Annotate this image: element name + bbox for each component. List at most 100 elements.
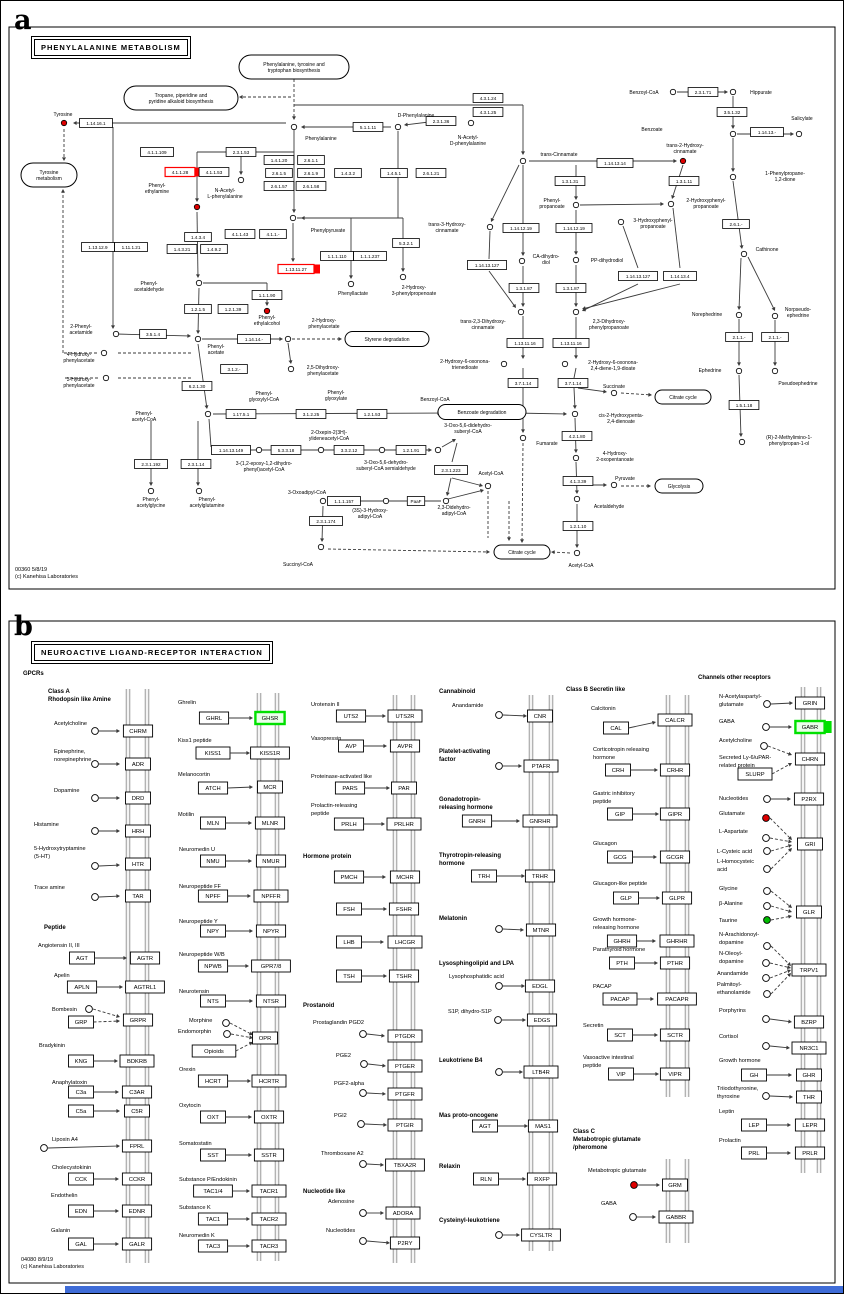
ec-box[interactable] <box>114 242 148 252</box>
receptor-box[interactable] <box>657 713 693 727</box>
ec-box[interactable] <box>259 229 287 239</box>
receptor-box[interactable] <box>391 781 417 795</box>
receptor-box[interactable] <box>129 951 161 965</box>
ec-box[interactable] <box>395 445 427 455</box>
ligand-node[interactable] <box>763 990 771 998</box>
pathway-link-oval[interactable] <box>238 54 350 80</box>
receptor-box[interactable] <box>251 1184 287 1198</box>
receptor-box[interactable] <box>525 923 557 937</box>
ec-box[interactable] <box>217 304 249 314</box>
ligand-box[interactable] <box>197 781 229 795</box>
ec-box[interactable] <box>134 459 168 469</box>
receptor-box[interactable] <box>125 824 151 838</box>
compound-node[interactable] <box>610 481 618 489</box>
compound-node[interactable] <box>237 176 245 184</box>
ligand-node[interactable] <box>762 974 770 982</box>
compound-node[interactable] <box>60 119 68 127</box>
ligand-node[interactable] <box>763 700 771 708</box>
ligand-node[interactable] <box>762 1092 770 1100</box>
ligand-node[interactable] <box>91 862 99 870</box>
compound-node[interactable] <box>771 367 779 375</box>
ligand-node[interactable] <box>763 902 771 910</box>
ligand-box[interactable] <box>197 959 229 973</box>
ec-box[interactable] <box>722 219 750 229</box>
compound-node[interactable] <box>204 410 212 418</box>
compound-node[interactable] <box>573 549 581 557</box>
ec-box[interactable] <box>211 445 251 455</box>
receptor-box[interactable] <box>659 763 691 777</box>
compound-node[interactable] <box>484 482 492 490</box>
ec-box[interactable] <box>716 107 748 117</box>
ec-box[interactable] <box>507 378 539 388</box>
ec-box[interactable] <box>352 122 384 132</box>
compound-node[interactable] <box>610 389 618 397</box>
compound-node[interactable] <box>572 256 580 264</box>
compound-node[interactable] <box>572 454 580 462</box>
ligand-node[interactable] <box>762 959 770 967</box>
ec-box[interactable] <box>557 378 589 388</box>
compound-node[interactable] <box>738 438 746 446</box>
ec-box[interactable] <box>180 459 212 469</box>
ec-box[interactable] <box>184 232 212 242</box>
ec-box[interactable] <box>220 364 248 374</box>
receptor-box[interactable] <box>251 959 291 973</box>
receptor-box[interactable] <box>523 759 559 773</box>
ligand-node[interactable] <box>91 727 99 735</box>
compound-node[interactable] <box>519 157 527 165</box>
receptor-box[interactable] <box>522 814 558 828</box>
ec-box[interactable] <box>237 334 271 344</box>
ligand-node[interactable] <box>40 1144 48 1152</box>
ec-box[interactable] <box>618 271 658 281</box>
ligand-node[interactable] <box>495 925 503 933</box>
receptor-box[interactable] <box>387 1029 423 1043</box>
compound-node[interactable] <box>561 360 569 368</box>
receptor-box[interactable] <box>521 1228 561 1242</box>
pathway-link-oval[interactable] <box>20 162 78 188</box>
ec-box[interactable] <box>356 409 388 419</box>
pathway-link-oval[interactable] <box>123 85 239 111</box>
receptor-box[interactable] <box>793 1015 825 1029</box>
pathway-link-oval[interactable] <box>437 404 527 420</box>
receptor-box[interactable] <box>659 850 691 864</box>
compound-node[interactable] <box>740 250 748 258</box>
receptor-box[interactable] <box>526 1172 558 1186</box>
ec-box[interactable] <box>562 521 594 531</box>
ligand-box[interactable] <box>191 1044 237 1058</box>
ec-box[interactable] <box>687 87 719 97</box>
receptor-box[interactable] <box>386 817 422 831</box>
ec-box[interactable] <box>139 329 167 339</box>
receptor-box[interactable] <box>794 1118 826 1132</box>
receptor-box[interactable] <box>659 1028 691 1042</box>
receptor-box[interactable] <box>254 710 286 726</box>
compound-node[interactable] <box>317 446 325 454</box>
receptor-box[interactable] <box>794 696 826 710</box>
receptor-box[interactable] <box>389 1236 421 1250</box>
receptor-box[interactable] <box>121 1085 153 1099</box>
receptor-box[interactable] <box>797 837 823 851</box>
ligand-node[interactable] <box>357 1120 365 1128</box>
receptor-box[interactable] <box>121 1237 153 1251</box>
ligand-node[interactable] <box>495 762 503 770</box>
receptor-box[interactable] <box>794 752 826 766</box>
receptor-box[interactable] <box>387 1059 423 1073</box>
ligand-box[interactable] <box>198 711 230 725</box>
ligand-node[interactable] <box>359 1237 367 1245</box>
compound-node[interactable] <box>263 307 271 315</box>
compound-node[interactable] <box>347 280 355 288</box>
ec-box[interactable] <box>200 244 228 254</box>
compound-node[interactable] <box>112 330 120 338</box>
ec-box[interactable] <box>263 155 295 165</box>
receptor-box[interactable] <box>527 709 553 723</box>
receptor-box[interactable] <box>125 980 165 994</box>
ligand-node[interactable] <box>494 1016 502 1024</box>
receptor-box[interactable] <box>125 889 151 903</box>
ec-box[interactable] <box>406 496 426 506</box>
ec-box[interactable] <box>502 223 540 233</box>
ec-box[interactable] <box>750 127 784 137</box>
compound-node[interactable] <box>617 218 625 226</box>
ec-box[interactable] <box>198 167 230 177</box>
receptor-box[interactable] <box>385 1206 421 1220</box>
compound-node[interactable] <box>572 201 580 209</box>
ec-box[interactable] <box>333 445 365 455</box>
compound-node[interactable] <box>287 365 295 373</box>
